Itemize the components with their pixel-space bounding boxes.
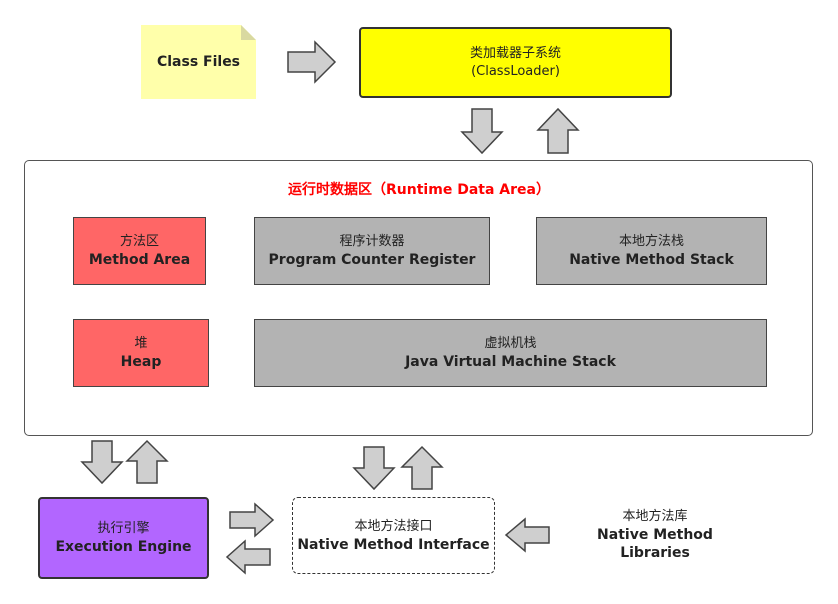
class-loader-en: (ClassLoader) [471, 63, 560, 79]
up-arrow-icon [125, 439, 169, 484]
native-method-interface-zh: 本地方法接口 [354, 518, 433, 534]
jvm-stack-zh: 虚拟机栈 [484, 336, 537, 351]
method-area-en: Method Area [88, 252, 191, 268]
note-shape [141, 25, 256, 99]
class-files-note: Class Files [141, 25, 256, 99]
execution-engine-en: Execution Engine [55, 539, 192, 555]
class-loader-zh: 类加载器子系统 [469, 45, 561, 61]
down-arrow-icon [80, 440, 124, 485]
runtime-data-area-title: 运行时数据区（Runtime Data Area） [288, 182, 550, 198]
left-arrow-icon [504, 517, 550, 553]
pc-register-zh: 程序计数器 [339, 234, 405, 249]
heap-zh: 堆 [134, 336, 148, 351]
right-arrow-icon [229, 502, 275, 538]
jvm-stack-box: 虚拟机栈 Java Virtual Machine Stack [254, 319, 767, 387]
native-method-stack-zh: 本地方法栈 [618, 234, 684, 249]
class-files-label: Class Files [156, 54, 241, 70]
native-method-interface-box: 本地方法接口 Native Method Interface [292, 497, 495, 574]
down-arrow-icon [352, 446, 396, 491]
execution-engine-zh: 执行引擎 [97, 521, 150, 536]
native-method-stack-box: 本地方法栈 Native Method Stack [536, 217, 767, 285]
native-method-interface-en: Native Method Interface [297, 536, 490, 553]
jvm-stack-en: Java Virtual Machine Stack [405, 354, 616, 370]
right-arrow-icon [287, 40, 337, 84]
down-arrow-icon [460, 108, 504, 155]
left-arrow-icon [225, 539, 271, 575]
up-arrow-icon [400, 445, 444, 490]
up-arrow-icon [536, 107, 580, 154]
heap-box: 堆 Heap [73, 319, 209, 387]
heap-en: Heap [120, 354, 162, 370]
class-loader-box: 类加载器子系统 (ClassLoader) [359, 27, 672, 98]
runtime-data-area [24, 160, 813, 436]
native-method-libraries: 本地方法库 Native Method Libraries [560, 509, 750, 561]
method-area-zh: 方法区 [119, 234, 159, 249]
execution-engine-box: 执行引擎 Execution Engine [38, 497, 209, 579]
native-method-stack-en: Native Method Stack [569, 252, 734, 268]
method-area-box: 方法区 Method Area [73, 217, 206, 285]
native-method-libraries-en: Native Method Libraries [597, 527, 713, 561]
pc-register-box: 程序计数器 Program Counter Register [254, 217, 490, 285]
native-method-libraries-zh: 本地方法库 [622, 509, 688, 524]
pc-register-en: Program Counter Register [268, 252, 476, 268]
